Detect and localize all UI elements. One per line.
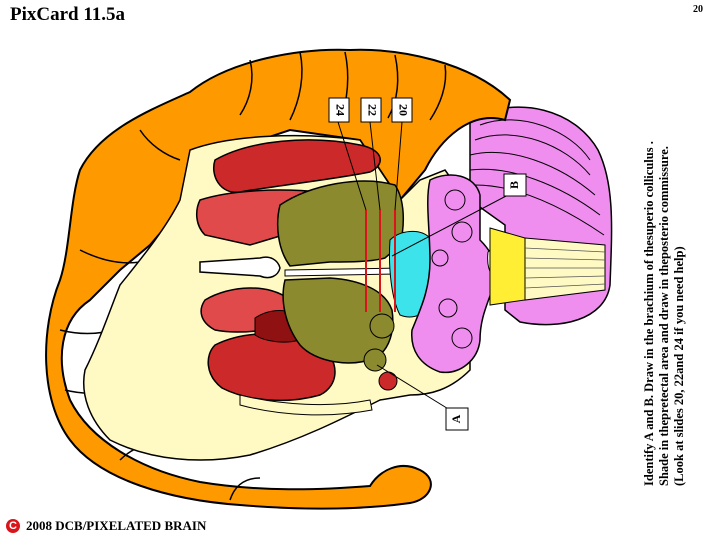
instruction-line-3: (Look at slides 20, 22and 24 if you need… [672, 246, 686, 486]
slide-22-label: 22 [360, 97, 382, 123]
label-a-leader [376, 364, 451, 411]
slide-24-label-text: 24 [333, 104, 347, 116]
instructions: Identify A and B. Draw in the brachium o… [642, 86, 687, 486]
cerebellum-folia [469, 119, 605, 236]
label-b: B [503, 173, 527, 197]
footer-text: 2008 DCB/PIXELATED BRAIN [26, 518, 207, 533]
label-a-text: A [449, 414, 463, 423]
midbrain-lobes [431, 189, 473, 349]
nucleus-1 [369, 313, 395, 339]
copyright-icon: C [6, 519, 20, 533]
slide-24-leader [337, 121, 367, 211]
label-b-leader [391, 194, 509, 257]
instruction-line-2: Shade in thepretectal area and draw in t… [657, 146, 671, 486]
slide-20-label-text: 20 [396, 104, 410, 116]
instruction-line-1: Identify A and B. Draw in the brachium o… [642, 141, 656, 486]
slide-number: 20 [693, 4, 703, 15]
slide-20-label: 20 [391, 97, 413, 123]
ventricle [199, 256, 281, 279]
peduncle-fibers [524, 237, 606, 301]
cortex [45, 48, 512, 510]
slide-24-label: 24 [328, 97, 350, 123]
page-title: PixCard 11.5a [10, 4, 126, 25]
peduncle-lines [524, 247, 606, 289]
slide-22-leader [369, 121, 381, 211]
nucleus-2 [363, 348, 387, 372]
hippocampus [239, 394, 373, 416]
yellow-strip [489, 227, 526, 306]
label-b-text: B [507, 181, 521, 189]
slide-22-label-text: 22 [365, 104, 379, 116]
label-a: A [445, 407, 469, 431]
footer: C 2008 DCB/PIXELATED BRAIN [6, 518, 206, 534]
mammillary-body [378, 371, 398, 391]
slide-20-leader [394, 121, 403, 211]
midbrain [411, 174, 497, 374]
